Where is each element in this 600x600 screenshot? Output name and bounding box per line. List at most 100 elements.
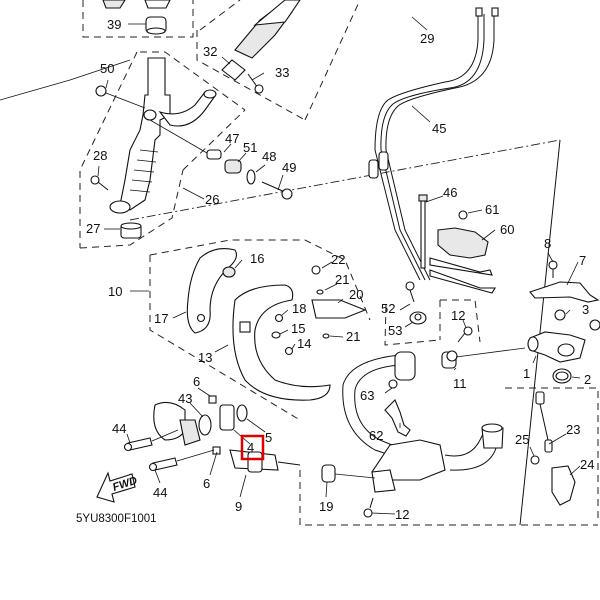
boundary-group-52 — [384, 304, 441, 346]
part-50-bolt — [95, 85, 146, 109]
part-47-collar — [149, 119, 222, 160]
boundary-group-12 — [440, 299, 481, 343]
callout-27[interactable]: 27 — [86, 221, 100, 236]
part-pipe-outlet — [481, 423, 504, 449]
fwd-text: FWD — [111, 475, 139, 494]
leader-lines — [97, 16, 581, 515]
part-27-clamp — [120, 222, 142, 239]
part-17-cover — [186, 248, 237, 334]
part-52-bolt — [405, 281, 415, 303]
callout-5[interactable]: 5 — [265, 430, 272, 445]
part-21-washers — [316, 289, 330, 339]
callout-60[interactable]: 60 — [500, 222, 514, 237]
callout-28[interactable]: 28 — [93, 148, 107, 163]
callout-25[interactable]: 25 — [515, 432, 529, 447]
callout-50[interactable]: 50 — [100, 61, 114, 76]
callout-12-lower[interactable]: 12 — [395, 507, 409, 522]
part-28-bolt — [90, 175, 109, 191]
callout-49[interactable]: 49 — [282, 160, 296, 175]
callout-29[interactable]: 29 — [420, 31, 434, 46]
callout-8[interactable]: 8 — [544, 236, 551, 251]
fwd-direction-arrow: FWD — [96, 471, 139, 503]
callout-2[interactable]: 2 — [584, 372, 591, 387]
part-13-protector — [232, 284, 331, 401]
callout-3[interactable]: 3 — [582, 302, 589, 317]
callout-43[interactable]: 43 — [178, 391, 192, 406]
callout-4[interactable]: 4 — [247, 440, 254, 455]
callout-48[interactable]: 48 — [262, 149, 276, 164]
callout-44-upper[interactable]: 44 — [112, 421, 126, 436]
boundary-line — [129, 139, 561, 221]
callout-46[interactable]: 46 — [443, 185, 457, 200]
callout-26[interactable]: 26 — [205, 192, 219, 207]
part-5-gasket — [236, 404, 248, 422]
part-46-cable-tie — [418, 194, 428, 269]
callout-6-lower[interactable]: 6 — [203, 476, 210, 491]
callout-52[interactable]: 52 — [381, 301, 395, 316]
callout-21-upper[interactable]: 21 — [335, 272, 349, 287]
callout-19[interactable]: 19 — [319, 499, 333, 514]
callout-22[interactable]: 22 — [331, 252, 345, 267]
boundary-bottom-box — [299, 470, 598, 526]
callout-6-upper[interactable]: 6 — [193, 374, 200, 389]
part-60-cover — [437, 227, 489, 259]
part-53-grommet — [409, 311, 427, 325]
part-45-cables — [368, 7, 499, 281]
part-9-pipe — [229, 449, 301, 473]
callout-24[interactable]: 24 — [580, 457, 594, 472]
callout-33[interactable]: 33 — [275, 65, 289, 80]
callout-51[interactable]: 51 — [243, 140, 257, 155]
part-12b-bolt — [363, 497, 374, 518]
part-7-bracket — [529, 281, 600, 303]
part-15-washer — [271, 331, 281, 339]
callout-21-lower[interactable]: 21 — [346, 329, 360, 344]
callout-20[interactable]: 20 — [349, 287, 363, 302]
boundary-line — [196, 30, 306, 121]
part-12-bolt — [457, 326, 473, 343]
boundary-line — [519, 139, 561, 526]
part-25-screw — [530, 455, 540, 465]
callout-7[interactable]: 7 — [579, 253, 586, 268]
callout-14[interactable]: 14 — [297, 336, 311, 351]
boundary-group-10 — [149, 255, 301, 421]
callout-39[interactable]: 39 — [107, 17, 121, 32]
boundary-line — [0, 59, 131, 101]
part-39-grommet — [145, 16, 167, 35]
boundary-line — [79, 51, 138, 248]
boundary-sensor-box — [505, 387, 599, 523]
callout-53[interactable]: 53 — [388, 323, 402, 338]
part-63-screw — [388, 379, 398, 389]
callout-17[interactable]: 17 — [154, 311, 168, 326]
callout-45[interactable]: 45 — [432, 121, 446, 136]
callout-16[interactable]: 16 — [250, 251, 264, 266]
callout-61[interactable]: 61 — [485, 202, 499, 217]
callout-63[interactable]: 63 — [360, 388, 374, 403]
boundary-line — [182, 109, 246, 171]
drawing-code: 5YU8300F1001 — [76, 513, 157, 525]
part-16-damper — [222, 266, 236, 278]
boundary-group-10 — [149, 239, 371, 321]
callout-13[interactable]: 13 — [198, 350, 212, 365]
callout-23[interactable]: 23 — [566, 422, 580, 437]
callout-10[interactable]: 10 — [108, 284, 122, 299]
callout-47[interactable]: 47 — [225, 131, 239, 146]
callout-32[interactable]: 32 — [203, 44, 217, 59]
callout-15[interactable]: 15 — [291, 321, 305, 336]
part-62-bracket — [384, 399, 411, 437]
callout-12-upper[interactable]: 12 — [451, 308, 465, 323]
part-11-grommet — [441, 347, 526, 369]
throttle-cable-ends — [429, 257, 496, 294]
callout-62[interactable]: 62 — [369, 428, 383, 443]
callout-1[interactable]: 1 — [523, 366, 530, 381]
part-4-clamp — [219, 404, 235, 431]
callout-18[interactable]: 18 — [292, 301, 306, 316]
callout-11[interactable]: 11 — [453, 376, 467, 391]
part-14-screw — [284, 346, 294, 356]
boundary-top-box — [82, 0, 194, 38]
group-boundaries — [0, 0, 599, 526]
callout-9[interactable]: 9 — [235, 499, 242, 514]
part-18-screw — [274, 313, 284, 323]
callout-44-lower[interactable]: 44 — [153, 485, 167, 500]
